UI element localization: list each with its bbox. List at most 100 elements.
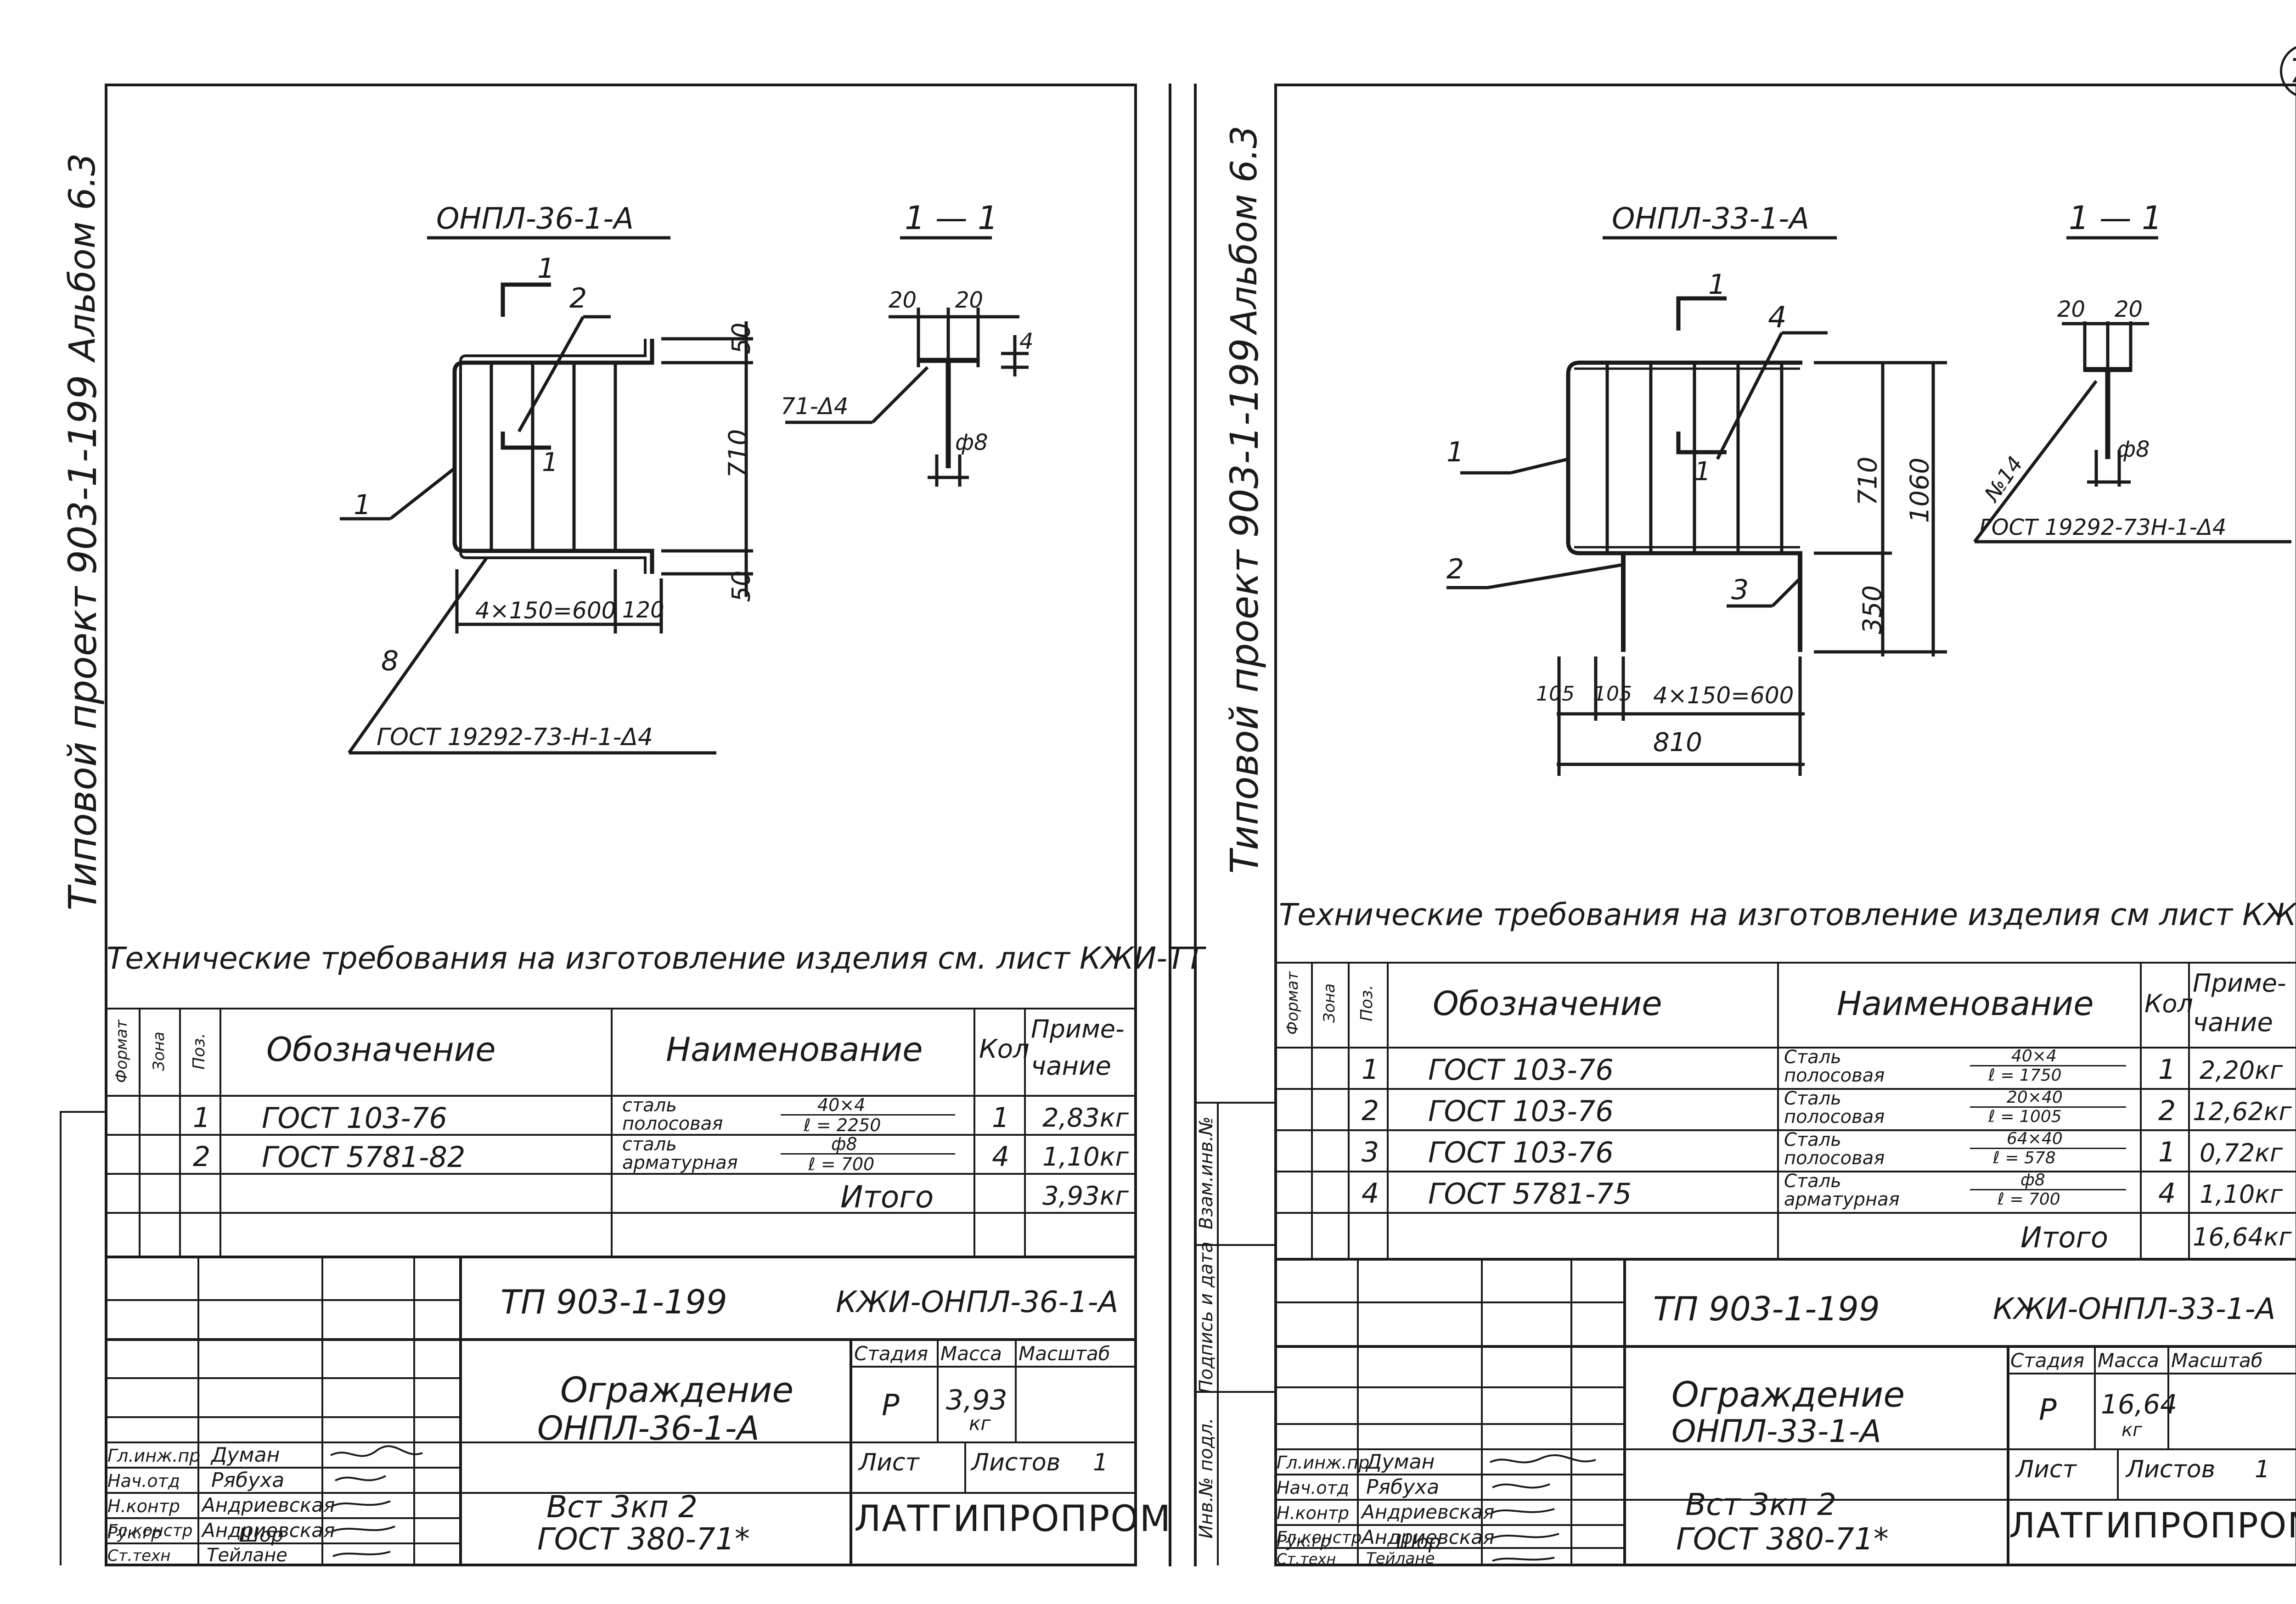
right-row2-pos: 2 [1362,1095,1379,1127]
left-total-value: 3,93кг [1042,1181,1129,1211]
left-section-title: 1 — 1 [905,199,998,237]
right-row1-designation: ГОСТ 103-76 [1428,1053,1614,1087]
right-sheets-label: Листов [2126,1456,2216,1483]
right-pos-2: 2 [1446,553,1464,585]
right-dim-810: 810 [1653,728,1702,757]
left-row1-name-1: сталь [622,1095,677,1116]
right-person-role: Рук.гр [1277,1532,1331,1551]
right-total-value: 16,64кг [2193,1223,2292,1251]
left-row1-qty: 1 [992,1102,1010,1134]
right-row4-frac-bottom: ℓ = 700 [1998,1190,2060,1209]
right-scale-label: Масштаб [2171,1349,2263,1372]
left-row2-designation: ГОСТ 5781-82 [262,1140,466,1174]
left-row1-designation: ГОСТ 103-76 [262,1101,447,1135]
right-dim-710: 710 [1853,456,1883,506]
right-sheets: 1 [2255,1456,2270,1483]
right-org: ЛАТГИПРОПРОМ [2009,1505,2296,1546]
right-pos-3: 3 [1731,574,1749,606]
left-row1-note: 2,83кг [1042,1103,1129,1133]
right-total-label: Итого [2020,1221,2108,1254]
right-cut-mark: 1 [1708,269,1726,301]
right-row2-frac-bottom: ℓ = 1005 [1988,1107,2062,1126]
right-row4-note: 1,10кг [2200,1180,2283,1209]
right-person-name: Думан [1366,1450,1435,1474]
right-person-name: Андриевская [1362,1501,1495,1523]
right-person-role: Нач.отд [1277,1478,1350,1498]
left-sec-71: 71-Δ4 [781,393,849,420]
left-sheet-label: Лист [859,1449,919,1476]
left-doc-code: ТП 903-1-199 [501,1283,727,1321]
left-row1-frac-bottom: ℓ = 2250 [804,1115,881,1135]
right-row1-name-2: полосовая [1784,1065,1885,1086]
right-hdr-designation: Обозначение [1433,984,1662,1023]
right-hdr-name: Наименование [1837,984,2094,1023]
right-row1-frac-top: 40×4 [2011,1047,2057,1066]
left-material-2: ГОСТ 380-71* [537,1521,750,1557]
left-row1-name-2: полосовая [622,1113,723,1134]
left-material-1: Вст 3кп 2 [546,1489,698,1525]
right-row1-frac-bottom: ℓ = 1750 [1988,1066,2062,1085]
left-stage-label: Стадия [854,1342,929,1365]
right-dim-1060: 1060 [1905,457,1935,523]
right-gost-note: ГОСТ 19292-73Н-1-Δ4 [1979,515,2227,540]
right-row4-frac-top: ф8 [2020,1171,2045,1189]
left-row1-pos: 1 [193,1102,211,1134]
right-person-role: Гл.инж.пр [1277,1453,1370,1473]
left-cut-mark: 1 [537,252,555,285]
right-row3-designation: ГОСТ 103-76 [1428,1136,1614,1169]
left-person-name: Думан [211,1443,280,1467]
left-person-name: Андриевская [202,1494,335,1516]
left-person-name: Рябуха [211,1469,285,1492]
right-sec-20a: 20 [2057,297,2086,322]
left-total-label: Итого [840,1179,934,1215]
left-hdr-format: Формат [113,1020,131,1083]
right-sec-d8: ф8 [2117,437,2150,462]
left-pos-1: 1 [354,489,371,521]
right-view-title: ОНПЛ-33-1-А [1612,202,1809,236]
right-person-name: Тейлане [1366,1549,1435,1568]
left-person-role: Нач.отд [107,1471,180,1491]
left-view-title: ОНПЛ-36-1-А [436,202,634,236]
left-mass-unit: кг [969,1412,991,1435]
left-person-role: Гл.констр [107,1521,193,1540]
left-row2-qty: 4 [992,1141,1010,1173]
right-pos-4: 4 [1768,301,1787,335]
right-hdr-zone: Зона [1320,983,1339,1023]
right-row1-note: 2,20кг [2200,1056,2283,1085]
left-row2-note: 1,10кг [1042,1142,1129,1172]
left-sheet-code: КЖИ-ОНПЛ-36-1-А [836,1285,1119,1319]
left-cut-mark-low: 1 [542,448,558,477]
left-row2-pos: 2 [193,1141,211,1173]
right-person-role: Ст.техн [1277,1550,1336,1568]
left-hdr-name: Наименование [666,1030,923,1069]
left-mass: 3,93 [946,1384,1007,1416]
right-hdr-note-2: чание [2193,1008,2273,1038]
left-person-name: Андриевская [202,1519,335,1542]
left-sec-d8: ф8 [955,430,988,455]
right-sheet-label: Лист [2016,1456,2077,1483]
right-row2-qty: 2 [2158,1095,2176,1127]
left-sec-20a: 20 [889,287,917,313]
left-person-role: Гл.инж.пр [107,1446,201,1466]
right-mass-unit: кг [2122,1419,2143,1441]
page-number: 78 [2289,54,2296,87]
left-row1-frac-top: 40×4 [817,1095,866,1115]
right-signatures [1490,1454,1596,1562]
right-drawing [1446,236,2291,776]
right-row3-note: 0,72кг [2200,1139,2283,1167]
left-sec-4: 4 [1019,329,1034,354]
left-pos-8: 8 [381,645,399,677]
right-row4-qty: 4 [2158,1178,2176,1210]
right-mass-label: Масса [2098,1349,2159,1372]
left-stage: Р [882,1389,900,1423]
right-hdr-note-1: Приме- [2193,969,2286,998]
left-person-role: Рук.гр [107,1524,162,1542]
right-side-stamp-3: Взам.инв.№ [1196,1116,1217,1230]
left-sec-20b: 20 [955,287,984,313]
right-person-name: Рябуха [1366,1475,1440,1499]
left-row2-frac-top: ф8 [831,1134,857,1154]
right-material-1: Вст 3кп 2 [1685,1487,1836,1522]
right-row1-pos: 1 [1362,1054,1379,1086]
right-sec-20b: 20 [2115,297,2143,322]
left-gost-note: ГОСТ 19292-73-Н-1-Δ4 [377,723,653,751]
